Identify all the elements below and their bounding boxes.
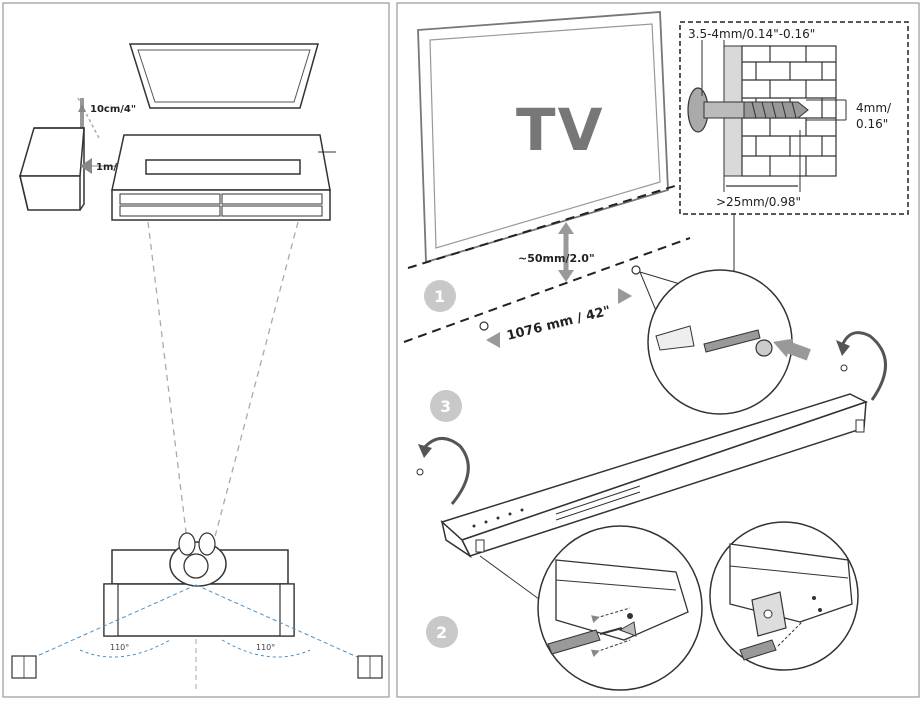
tv-front-view: TV	[417, 11, 669, 264]
speaker-angle-lines: 110° 110°	[27, 584, 365, 661]
tv-label: TV	[516, 96, 604, 164]
step-2-badge: 2	[426, 616, 458, 648]
step-3-badge: 3	[430, 390, 462, 422]
screw-diameter-line2: 0.16"	[856, 117, 888, 131]
height-indicator: 10cm/4"	[77, 97, 136, 141]
subwoofer	[19, 127, 85, 211]
bracket-detail-left	[537, 525, 703, 691]
bracket-detail-right	[709, 521, 859, 671]
soundbar	[440, 393, 868, 559]
tv-stand	[111, 134, 336, 221]
height-label: 10cm/4"	[90, 104, 136, 115]
gap-indicator: ~50mm/2.0"	[518, 222, 595, 282]
step-1-badge: 1	[424, 280, 456, 312]
soundbar-top-view	[145, 159, 301, 175]
distance-label: 1m/3ft	[96, 162, 133, 173]
anchor-callout	[639, 269, 811, 415]
tv-top-view	[128, 43, 319, 109]
left-panel: 10cm/4" 1m/3ft	[2, 2, 390, 698]
screw-diameter-line1: 4mm/	[856, 101, 892, 115]
gap-label: ~50mm/2.0"	[518, 252, 595, 265]
rear-speaker-left	[11, 655, 37, 679]
spacing-label: 1076 mm / 42"	[505, 304, 612, 344]
rotate-arrow-left	[416, 437, 470, 505]
screw-depth-label: >25mm/0.98"	[716, 195, 801, 209]
right-panel: TV ~50mm/2.0" 1076 mm / 42"	[396, 2, 920, 698]
screw-spacing-indicator: 1076 mm / 42"	[479, 265, 641, 348]
sight-lines	[147, 221, 299, 690]
screw-illustration	[687, 87, 809, 133]
screw-spec-label: 3.5-4mm/0.14"-0.16"	[688, 27, 815, 41]
rear-speaker-right	[357, 655, 383, 679]
angle-left-label: 110°	[110, 643, 129, 652]
angle-right-label: 110°	[256, 643, 275, 652]
wall-guide-lines	[403, 181, 691, 343]
listener	[169, 532, 227, 587]
rotate-arrow-right	[836, 331, 887, 401]
screw-detail-inset: 3.5-4mm/0.14"-0.16" 4mm/ 0.16" >25mm/0.9…	[679, 21, 909, 215]
svg-text:3: 3	[440, 397, 451, 416]
svg-text:1: 1	[434, 287, 445, 306]
svg-text:2: 2	[436, 623, 447, 642]
